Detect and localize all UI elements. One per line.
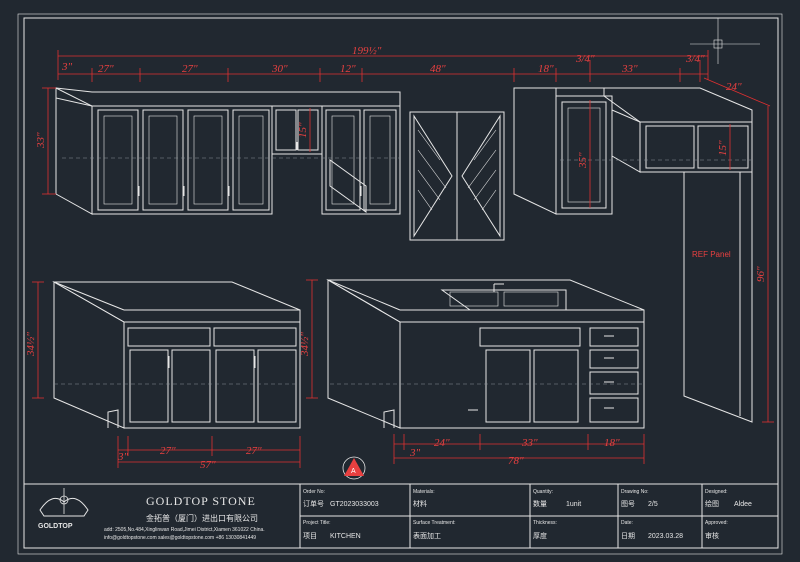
dim-island-bottom-0: 3" bbox=[117, 451, 129, 463]
project-value: KITCHEN bbox=[330, 533, 361, 540]
drawing-value: 2/5 bbox=[648, 501, 658, 508]
goldtop-logo: GOLDTOP bbox=[38, 488, 89, 530]
dim-island-bottom-1: 27" bbox=[160, 445, 176, 457]
dim-top-9: 3/4" bbox=[685, 53, 705, 65]
dimension-labels: 199½" 3" 27" 27" 30" 12" 48" 18" 33" 3/4… bbox=[25, 45, 767, 471]
island-cabinet bbox=[52, 281, 301, 429]
dim-tall-height: 96" bbox=[755, 266, 767, 282]
dim-island-height: 34½" bbox=[25, 332, 37, 357]
dim-right-upper-height: 35" bbox=[577, 152, 589, 169]
dim-sink-offset: 3" bbox=[409, 447, 421, 459]
logo-text: GOLDTOP bbox=[38, 523, 73, 530]
dim-upper-height: 33" bbox=[35, 132, 47, 149]
project-label: Project Title: bbox=[303, 520, 331, 526]
dim-sink-bottom-0: 24" bbox=[434, 437, 450, 449]
dim-top-2: 27" bbox=[182, 63, 198, 75]
designed-label: Designed: bbox=[705, 489, 728, 495]
dim-island-total: 57" bbox=[200, 459, 216, 471]
dim-top-0: 3" bbox=[61, 61, 73, 73]
company-contact: info@goldtopstone.com sales@goldtopstone… bbox=[104, 535, 256, 541]
dimension-lines bbox=[32, 50, 774, 468]
date-cn: 日期 bbox=[621, 532, 635, 540]
designed-cn: 绘图 bbox=[705, 499, 719, 508]
dim-top-3: 30" bbox=[271, 63, 288, 75]
drawing-label: Drawing No: bbox=[621, 489, 649, 495]
dim-top-7: 33" bbox=[621, 63, 638, 75]
dim-sink-bottom-1: 33" bbox=[521, 437, 538, 449]
dim-top-1: 27" bbox=[98, 63, 114, 75]
dim-small-cab-height: 15" bbox=[297, 122, 309, 138]
drawing-cn: 图号 bbox=[621, 500, 635, 508]
inner-border bbox=[23, 17, 779, 549]
dim-right-small-height: 15" bbox=[717, 140, 729, 156]
order-value: GT2023033003 bbox=[330, 501, 379, 508]
crosshair-cursor bbox=[690, 18, 760, 64]
materials-cn: 材料 bbox=[413, 499, 427, 508]
materials-label: Materials: bbox=[413, 489, 435, 495]
designed-value: Aldee bbox=[734, 501, 752, 508]
dim-sink-bottom-2: 18" bbox=[604, 437, 620, 449]
thickness-label: Thickness: bbox=[533, 520, 557, 526]
brand-name: GOLDTOP STONE bbox=[146, 494, 256, 508]
company-address: add: 2505,No.484,Xinglinwan Road,Jimei D… bbox=[104, 527, 265, 533]
dim-top-6: 18" bbox=[538, 63, 554, 75]
approved-label: Approved: bbox=[705, 520, 728, 526]
date-value: 2023.03.28 bbox=[648, 533, 683, 540]
view-marker-a: A bbox=[342, 456, 366, 480]
dim-total-width: 199½" bbox=[352, 45, 382, 57]
ref-panel: REF Panel bbox=[683, 171, 753, 423]
dim-top-5: 48" bbox=[430, 63, 446, 75]
refrigerator bbox=[409, 111, 505, 241]
project-cn: 项目 bbox=[303, 532, 317, 540]
thickness-cn: 厚度 bbox=[533, 531, 547, 540]
order-label: Order No: bbox=[303, 489, 325, 495]
quantity-label: Quantity: bbox=[533, 489, 553, 495]
quantity-cn: 数量 bbox=[533, 499, 547, 508]
dim-top-8: 3/4" bbox=[575, 53, 595, 65]
upper-cabinet-run bbox=[55, 87, 401, 215]
order-cn: 订单号 bbox=[303, 499, 324, 508]
quantity-value: 1unit bbox=[566, 501, 581, 508]
dim-sink-total: 78" bbox=[508, 455, 524, 467]
surface-label: Surface Treatment: bbox=[413, 520, 456, 526]
sink-island bbox=[326, 279, 645, 429]
approved-cn: 审核 bbox=[705, 531, 719, 540]
ref-panel-label: REF Panel bbox=[692, 250, 731, 259]
view-marker-label: A bbox=[351, 468, 356, 475]
company-name-cn: 金拓普（厦门）进出口有限公司 bbox=[146, 513, 258, 523]
dim-sink-height: 34½" bbox=[299, 332, 311, 357]
dim-island-bottom-2: 27" bbox=[246, 445, 262, 457]
dim-return-depth: 24" bbox=[726, 81, 742, 93]
date-label: Date: bbox=[621, 520, 633, 526]
title-block: GOLDTOP GOLDTOP STONE 金拓普（厦门）进出口有限公司 add… bbox=[23, 483, 779, 549]
dim-top-4: 12" bbox=[340, 63, 356, 75]
surface-cn: 表面加工 bbox=[413, 531, 441, 540]
outer-border bbox=[17, 13, 783, 555]
